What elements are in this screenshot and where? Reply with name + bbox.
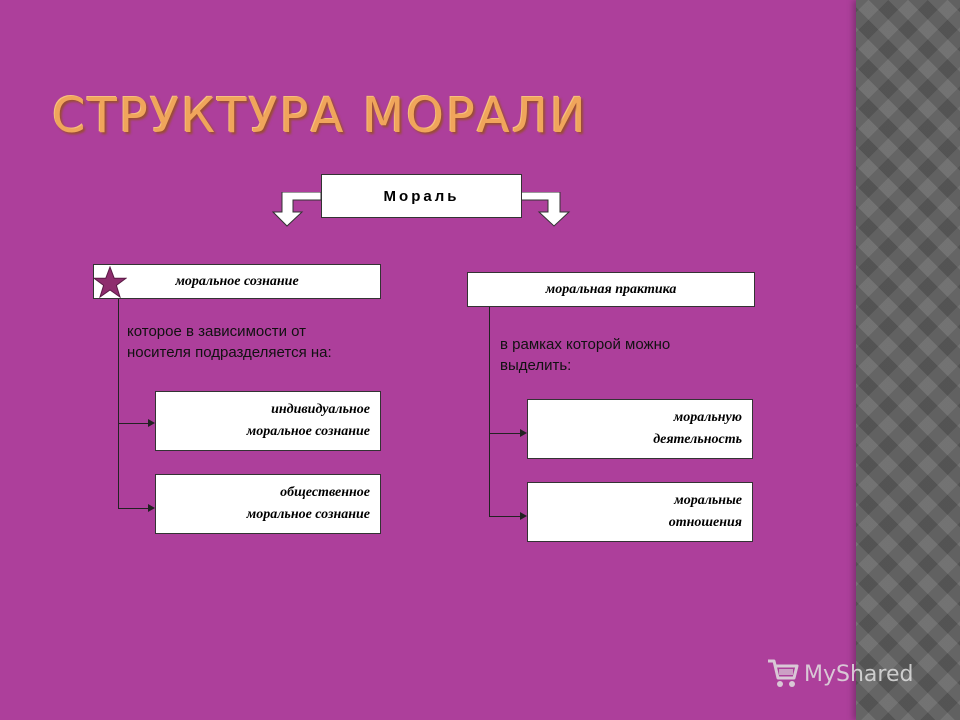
decorative-side-panel <box>856 0 960 720</box>
right-desc-line-2: выделить: <box>500 357 572 374</box>
left-connector-1 <box>118 423 148 424</box>
arrowhead-icon <box>148 419 155 427</box>
left-desc-line-2: носителя подразделяется на: <box>127 344 332 361</box>
left-item-1-line-2: моральное сознание <box>246 424 370 439</box>
arrow-down-left-icon <box>272 192 322 227</box>
right-desc-line-1: в рамках которой можно <box>500 336 671 353</box>
arrowhead-icon <box>148 504 155 512</box>
right-item-1-line-1: моральную <box>673 410 742 425</box>
right-item-2-line-1: моральные <box>674 493 742 508</box>
right-item-2-line-2: отношения <box>668 515 742 530</box>
left-connector-line <box>118 299 119 509</box>
star-icon <box>93 266 127 299</box>
left-item-social: общественное моральное сознание <box>155 474 381 534</box>
left-connector-2 <box>118 508 148 509</box>
root-node: Мораль <box>321 174 522 218</box>
arrowhead-icon <box>520 429 527 437</box>
right-description: в рамках которой можно выделить: <box>500 334 670 376</box>
right-item-1-line-2: деятельность <box>653 432 742 447</box>
right-item-relations: моральные отношения <box>527 482 753 542</box>
arrowhead-icon <box>520 512 527 520</box>
left-head-node: моральное сознание <box>93 264 381 299</box>
arrow-down-right-icon <box>520 192 571 227</box>
left-item-2-line-1: общественное <box>280 485 370 500</box>
cart-icon <box>766 658 800 690</box>
right-head-node: моральная практика <box>467 272 755 307</box>
left-description: которое в зависимости от носителя подраз… <box>127 321 332 363</box>
right-head-label: моральная практика <box>545 281 677 297</box>
watermark: MyShared <box>766 658 913 690</box>
right-item-activity: моральную деятельность <box>527 399 753 459</box>
left-desc-line-1: которое в зависимости от <box>127 323 307 340</box>
left-item-2-line-2: моральное сознание <box>246 507 370 522</box>
right-connector-2 <box>489 516 520 517</box>
right-connector-line <box>489 307 490 517</box>
root-label: Мораль <box>383 187 460 205</box>
left-item-1-line-1: индивидуальное <box>271 402 370 417</box>
right-connector-1 <box>489 433 520 434</box>
watermark-text: MyShared <box>804 661 914 687</box>
left-item-individual: индивидуальное моральное сознание <box>155 391 381 451</box>
page-title: СТРУКТУРА МОРАЛИ <box>52 88 588 144</box>
left-head-label: моральное сознание <box>175 273 299 289</box>
